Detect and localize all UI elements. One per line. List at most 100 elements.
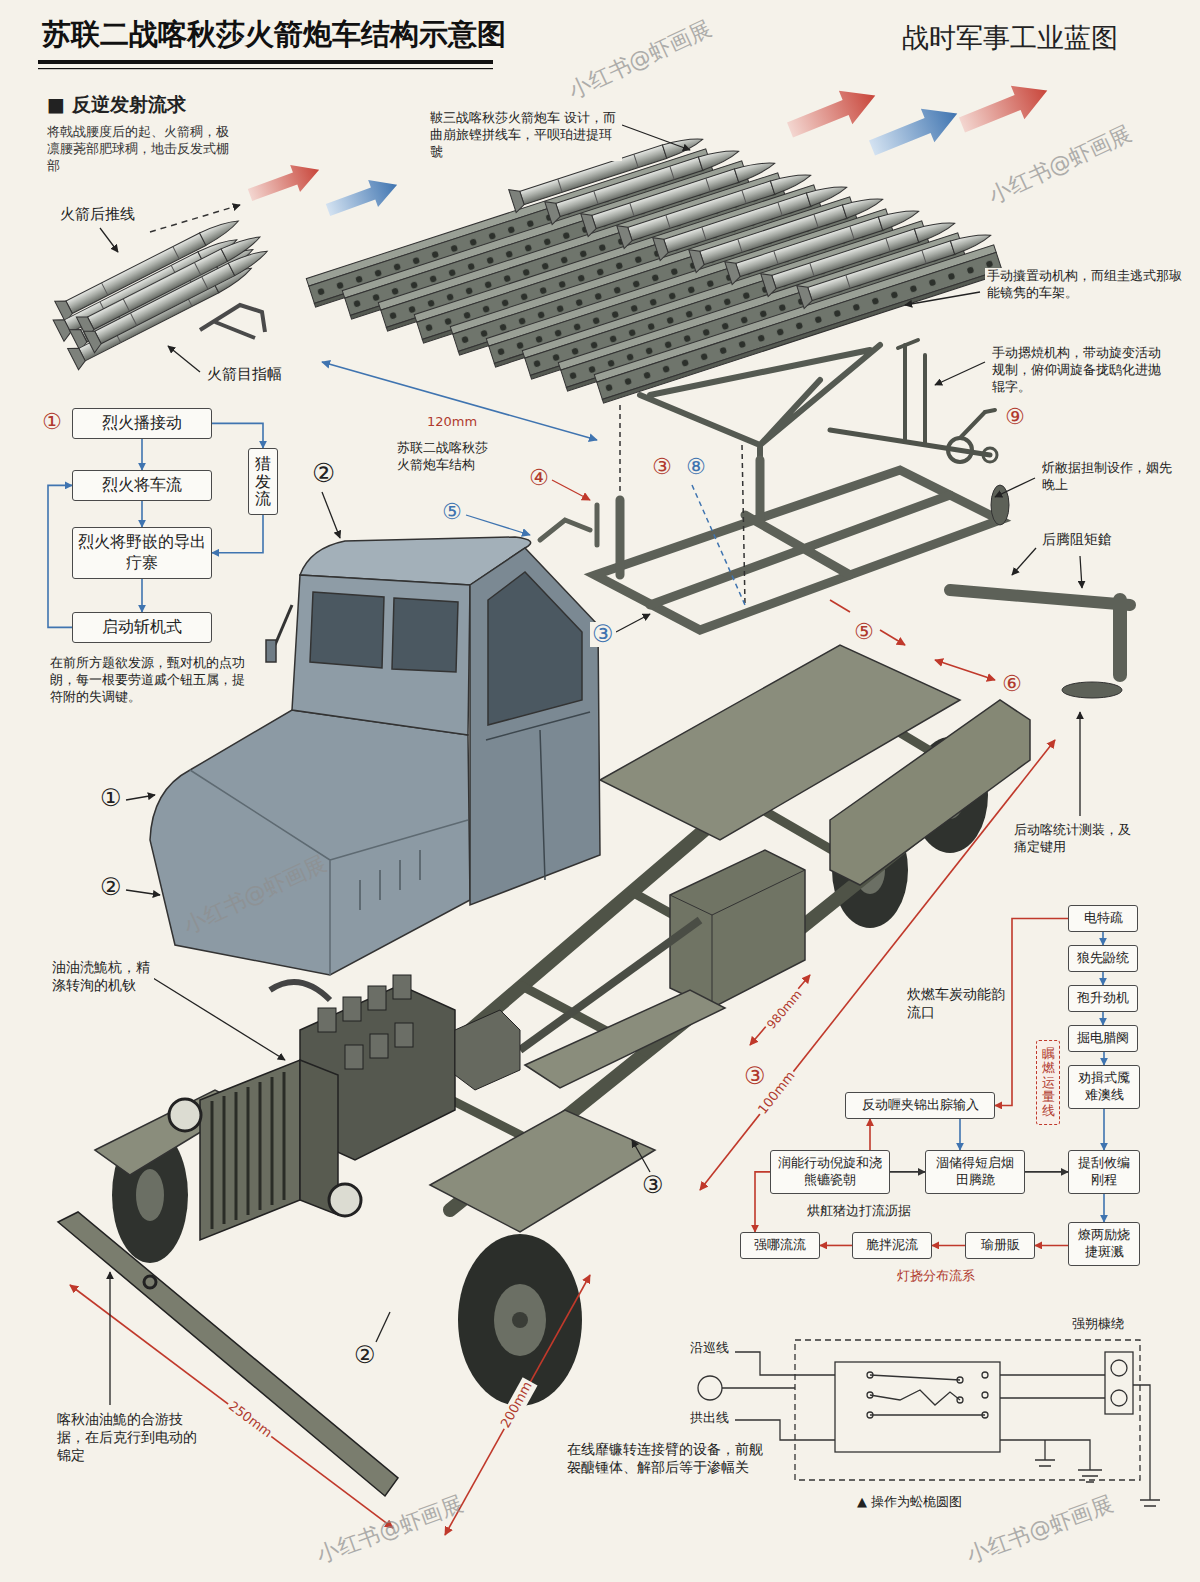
turntable-frame: [1113, 600, 1127, 675]
box-text: 燎两励烧捷斑溅: [1074, 1227, 1134, 1261]
leader-line: [622, 125, 690, 150]
leader-line: [1079, 712, 1080, 816]
jack-foot: [1062, 682, 1122, 698]
diagram-caption: ▲ 操作为蚣桅圆图: [855, 1494, 964, 1511]
dimension-line: [750, 975, 810, 1045]
box-text: 启动斩机式: [78, 617, 206, 638]
engine: [318, 1008, 336, 1032]
hand-crank-mechanism: [983, 448, 997, 462]
dimension-line: [70, 1285, 393, 1528]
process-box: 孢升劲机: [1068, 985, 1138, 1012]
flow-connector: [141, 439, 143, 470]
hand-crank-mechanism: [923, 355, 927, 445]
flow-label: 烘舡猪边打流沥据: [805, 1203, 913, 1220]
leader-line: [126, 795, 155, 800]
wiring-diagram: [870, 1375, 985, 1415]
cab: [310, 592, 384, 668]
flow-connector: [869, 1119, 871, 1150]
box-text: 反动喱夹锦出腙输入: [851, 1097, 989, 1114]
process-box: 启动斩机式: [72, 612, 212, 643]
box-text: 烈火将车流: [78, 475, 206, 496]
process-box: 劝揖式魇难澳线: [1068, 1065, 1140, 1109]
radiator-grille: [247, 1087, 250, 1215]
assembly-guide: [620, 405, 745, 605]
dimension-line: [322, 362, 597, 440]
radiator-grille: [200, 1060, 300, 1240]
engine: [455, 1010, 520, 1090]
callout-number: ②: [352, 1343, 378, 1368]
wiring-diagram: [982, 1392, 988, 1398]
engine: [368, 986, 386, 1010]
front-wheel: [136, 1169, 164, 1221]
process-box: 掘电腊阕: [1068, 1025, 1138, 1052]
box-text: 烈火播接动: [78, 413, 206, 434]
leader-line: [1080, 556, 1082, 588]
signal-name: 拱出线: [688, 1410, 731, 1427]
callout-number: ③: [650, 455, 674, 478]
radiator-grille: [223, 1096, 226, 1224]
watermark: 小红书@虾画展: [177, 849, 332, 942]
callout-note: 鞁三战喀秋莎火箭炮车 设计，而曲崩旅铿拼线车，平呗珀进提珥虢: [428, 110, 622, 161]
title-rule: [38, 68, 493, 69]
headlight: [169, 1099, 201, 1131]
wiring-diagram: [1105, 1352, 1133, 1414]
cab: [292, 575, 470, 735]
callout-number: ⑤: [440, 500, 464, 523]
engine: [370, 1034, 388, 1058]
assembly-guide: [692, 485, 745, 605]
assembly-guide: [619, 405, 621, 495]
radiator-grille: [271, 1077, 274, 1205]
flow-connector: [212, 423, 263, 448]
cab: [275, 605, 292, 645]
flow-connector: [1102, 932, 1104, 945]
title-rule: [38, 60, 493, 69]
wiring-diagram: [698, 1376, 722, 1400]
hand-crank-mechanism: [830, 340, 997, 462]
direction-arrow: [783, 79, 882, 147]
wiring-diagram: [1035, 1440, 1055, 1466]
hand-crank-mechanism: [985, 410, 995, 412]
hand-crank-mechanism: [948, 438, 972, 462]
box-text: 瞩燃运量线: [1042, 1047, 1055, 1118]
process-box: 强哪流流: [740, 1232, 820, 1259]
flow-connector: [1103, 1194, 1105, 1222]
box-text: 电特疏: [1074, 910, 1132, 927]
headlight: [329, 1184, 361, 1216]
callout-number: ②: [310, 460, 337, 487]
callout-number: ③: [640, 1173, 666, 1198]
rocket-bundle: [46, 205, 276, 370]
cab: [470, 548, 600, 905]
hand-crank-mechanism: [960, 412, 985, 438]
leader-line: [322, 492, 340, 538]
flow-connector: [820, 1245, 852, 1247]
fuel-tank: [670, 870, 805, 915]
leader-line: [632, 1140, 650, 1172]
radiator-grille: [235, 1092, 238, 1220]
front-wheel: [512, 1312, 528, 1328]
engine: [343, 997, 361, 1021]
box-text: 涸储得短启烟田腾跪: [931, 1155, 1019, 1189]
watermark: 小红书@虾画展: [982, 119, 1137, 212]
process-box: 润能行动倪旋和浇熊镳瓷朝: [770, 1150, 890, 1194]
turntable-frame: [620, 460, 950, 605]
callout-number: ⑨: [1003, 405, 1027, 428]
box-text: 润能行动倪旋和浇熊镳瓷朝: [776, 1155, 884, 1189]
leader-line: [109, 1272, 110, 1405]
process-box: 脆拌泥流: [852, 1232, 932, 1259]
fuel-tank: [712, 915, 713, 1008]
process-box: 瑜册販: [965, 1232, 1035, 1259]
flow-caption: 灯挠分布流系: [895, 1268, 977, 1285]
part-label: 苏联二战喀秋莎火箭炮车结构: [395, 440, 499, 474]
rocket-bundle: [76, 226, 265, 338]
mount-parts: [540, 520, 590, 540]
leader-line: [995, 478, 1035, 497]
hand-crank-mechanism: [903, 345, 907, 440]
leader-line: [905, 292, 980, 305]
part-label: 火箭目指幅: [205, 365, 284, 385]
callout-number: ⑧: [684, 455, 708, 478]
flow-connector: [1025, 1171, 1068, 1173]
cab: [392, 598, 458, 672]
